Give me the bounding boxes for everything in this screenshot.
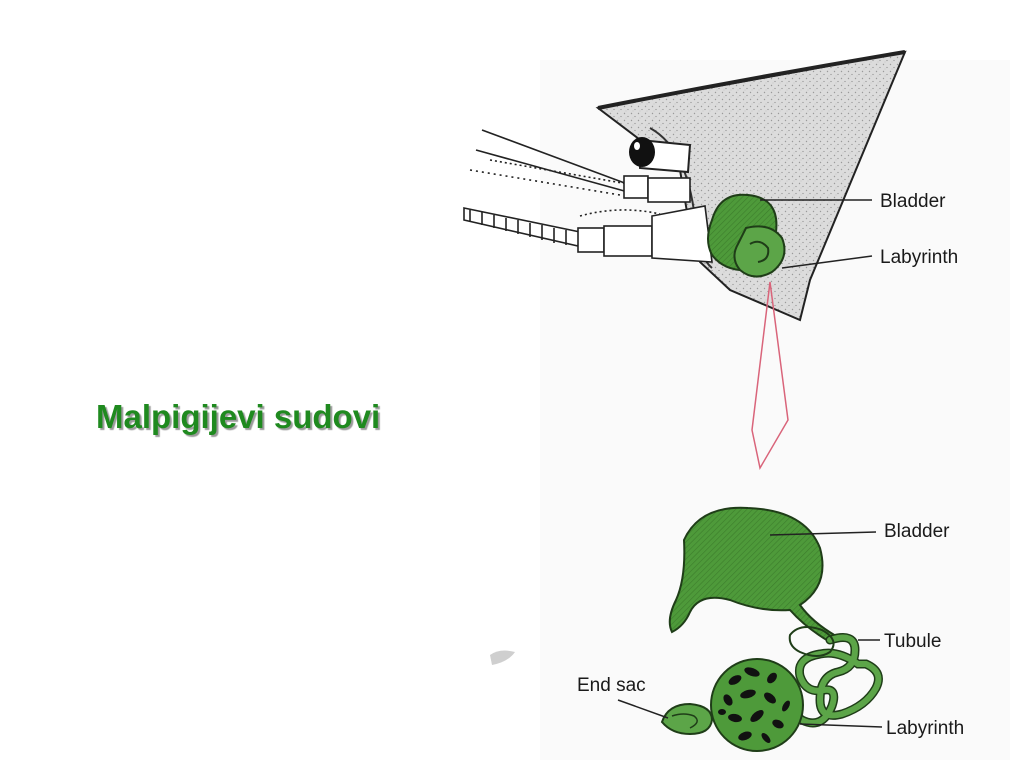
end-sac-shape: [660, 702, 714, 736]
label-bottom-labyrinth: Labyrinth: [886, 718, 964, 739]
top-gland: [707, 193, 786, 278]
eye: [629, 137, 692, 174]
top-labyrinth-shape: [733, 225, 786, 278]
antennule: [469, 129, 691, 203]
connector-outline: [751, 281, 789, 471]
slide-title: Malpigijevi sudovi: [96, 398, 381, 435]
label-bottom-tubule: Tubule: [884, 631, 941, 652]
antenna: [463, 205, 713, 263]
enlarged-gland-illustration: [660, 506, 883, 752]
label-top-labyrinth: Labyrinth: [880, 247, 958, 268]
bottom-labyrinth-shape: [710, 658, 804, 752]
label-bottom-bladder: Bladder: [884, 521, 950, 542]
bottom-bladder-shape: [668, 506, 838, 644]
leader-top-labyrinth: [781, 255, 873, 269]
leader-bottom-bladder: [769, 531, 877, 536]
label-top-bladder: Bladder: [880, 191, 946, 212]
label-bottom-end-sac: End sac: [577, 675, 646, 696]
leader-bottom-labyrinth: [799, 723, 883, 728]
scan-smudge: [490, 650, 515, 665]
leader-bottom-end-sac: [617, 699, 669, 719]
crustacean-head-illustration: [463, 50, 907, 471]
